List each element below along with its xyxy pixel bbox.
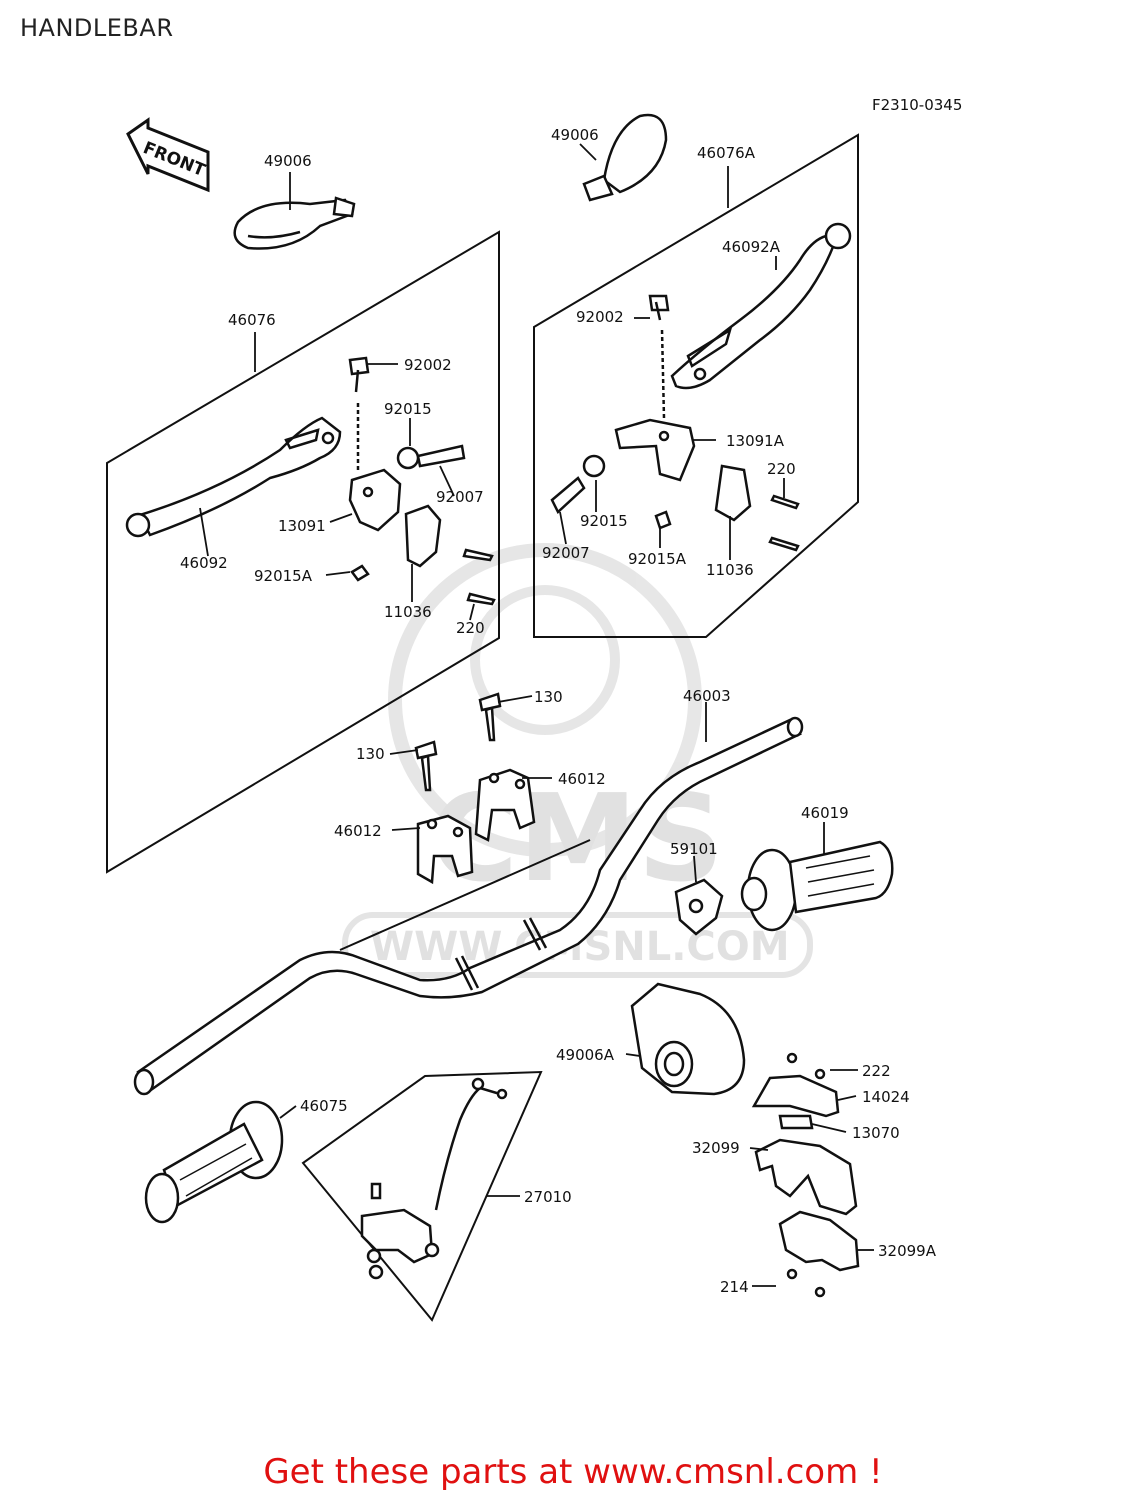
label-46092A: 46092A (722, 238, 781, 256)
cmsnl-footer-link[interactable]: Get these parts at www.cmsnl.com ! (263, 1452, 883, 1492)
label-11036-right: 11036 (706, 561, 754, 579)
handlebar (133, 716, 804, 1096)
switch-assembly-box (301, 1070, 543, 1322)
label-214: 214 (720, 1278, 749, 1296)
label-49006-right: 49006 (551, 126, 599, 144)
page-title: HANDLEBAR (20, 14, 174, 42)
diagram-code: F2310-0345 (872, 96, 963, 114)
handlebar-clamp-upper (474, 768, 536, 842)
label-46003: 46003 (683, 687, 731, 705)
brake-lever-right (670, 222, 852, 390)
label-32099: 32099 (692, 1139, 740, 1157)
label-220-right: 220 (767, 460, 796, 478)
label-220-left: 220 (456, 619, 485, 637)
label-46012-lower: 46012 (334, 822, 382, 840)
label-92002-right: 92002 (576, 308, 624, 326)
label-14024: 14024 (862, 1088, 910, 1106)
lever-cover-left (233, 196, 356, 250)
label-222: 222 (862, 1062, 891, 1080)
lever-bracket-right (550, 294, 800, 552)
label-46075: 46075 (300, 1097, 348, 1115)
front-arrow-icon: FRONT (126, 117, 210, 193)
label-32099A: 32099A (878, 1242, 937, 1260)
throttle-pulley (674, 878, 724, 936)
label-46076: 46076 (228, 311, 276, 329)
switch-housing-right (751, 1052, 860, 1298)
left-lever-assembly-box (106, 230, 500, 874)
engine-stop-switch (360, 1077, 508, 1280)
throttle-housing (630, 982, 746, 1096)
lever-cover-right (582, 113, 668, 202)
label-92015-right: 92015 (580, 512, 628, 530)
clutch-lever-left (125, 416, 342, 538)
label-46076A: 46076A (697, 144, 756, 162)
lever-bracket-left (348, 356, 496, 606)
clamp-bolt-lower (414, 740, 438, 792)
label-46012-upper: 46012 (558, 770, 606, 788)
grip-left (144, 1100, 284, 1224)
clamp-bolt-upper (478, 692, 502, 742)
right-lever-assembly-box (533, 133, 859, 638)
label-27010: 27010 (524, 1188, 572, 1206)
label-92002-left: 92002 (404, 356, 452, 374)
handlebar-clamp-lower (416, 814, 474, 885)
part-labels: 49006 49006 46076A 46092A 92002 13091A 2… (180, 126, 937, 1296)
label-13091A: 13091A (726, 432, 785, 450)
label-49006A: 49006A (556, 1046, 615, 1064)
label-11036-left: 11036 (384, 603, 432, 621)
label-13091: 13091 (278, 517, 326, 535)
label-46092: 46092 (180, 554, 228, 572)
label-92015A-right: 92015A (628, 550, 687, 568)
label-92015A-left: 92015A (254, 567, 313, 585)
label-46019: 46019 (801, 804, 849, 822)
label-130-lower: 130 (356, 745, 385, 763)
label-59101: 59101 (670, 840, 718, 858)
label-92015-left: 92015 (384, 400, 432, 418)
label-92007-left: 92007 (436, 488, 484, 506)
label-130-upper: 130 (534, 688, 563, 706)
label-92007-right: 92007 (542, 544, 590, 562)
label-13070: 13070 (852, 1124, 900, 1142)
parts-diagram: CMS WWW.CMSNL.COM FRONT (106, 113, 937, 1322)
throttle-grip-right (740, 840, 894, 932)
label-49006-left: 49006 (264, 152, 312, 170)
leader-lines (199, 143, 874, 1287)
